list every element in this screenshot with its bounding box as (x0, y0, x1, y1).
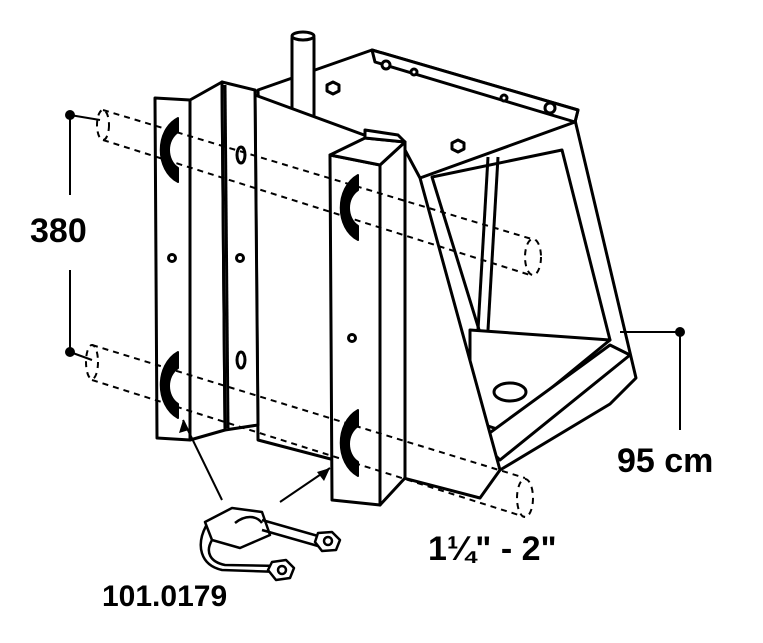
spacing-dimension-label: 380 (30, 212, 87, 250)
clamp-shell (159, 351, 179, 419)
bolt-hole (499, 93, 509, 103)
slot (235, 350, 247, 370)
pipe-outlines (85, 109, 542, 518)
arrow-head (179, 420, 189, 433)
nut (325, 80, 341, 96)
drain-hole (492, 381, 528, 403)
u-bolt-kit (199, 506, 342, 582)
bolt-hole (167, 253, 177, 263)
right-clamp-column (328, 128, 407, 507)
bolt-hole (380, 59, 392, 71)
nut (450, 138, 466, 154)
dimension-markers (65, 110, 685, 481)
clamp-shell (159, 117, 179, 183)
arrow-head (317, 468, 330, 481)
left-clamp-column (153, 80, 260, 442)
height-dimension-label: 95 cm (617, 442, 714, 480)
bolt-hole (543, 101, 557, 115)
bolt-hole (235, 253, 245, 263)
clamp-shell (339, 174, 359, 241)
clamp-shells (159, 117, 359, 477)
slot (235, 145, 247, 165)
clamp-shell (339, 409, 359, 477)
pipe-diameter-label: 1¼" - 2" (428, 530, 557, 568)
bolt-hole (347, 333, 357, 343)
leader-line-left (182, 419, 223, 501)
bolt-hole (409, 67, 419, 77)
part-number-label: 101.0179 (102, 580, 228, 613)
